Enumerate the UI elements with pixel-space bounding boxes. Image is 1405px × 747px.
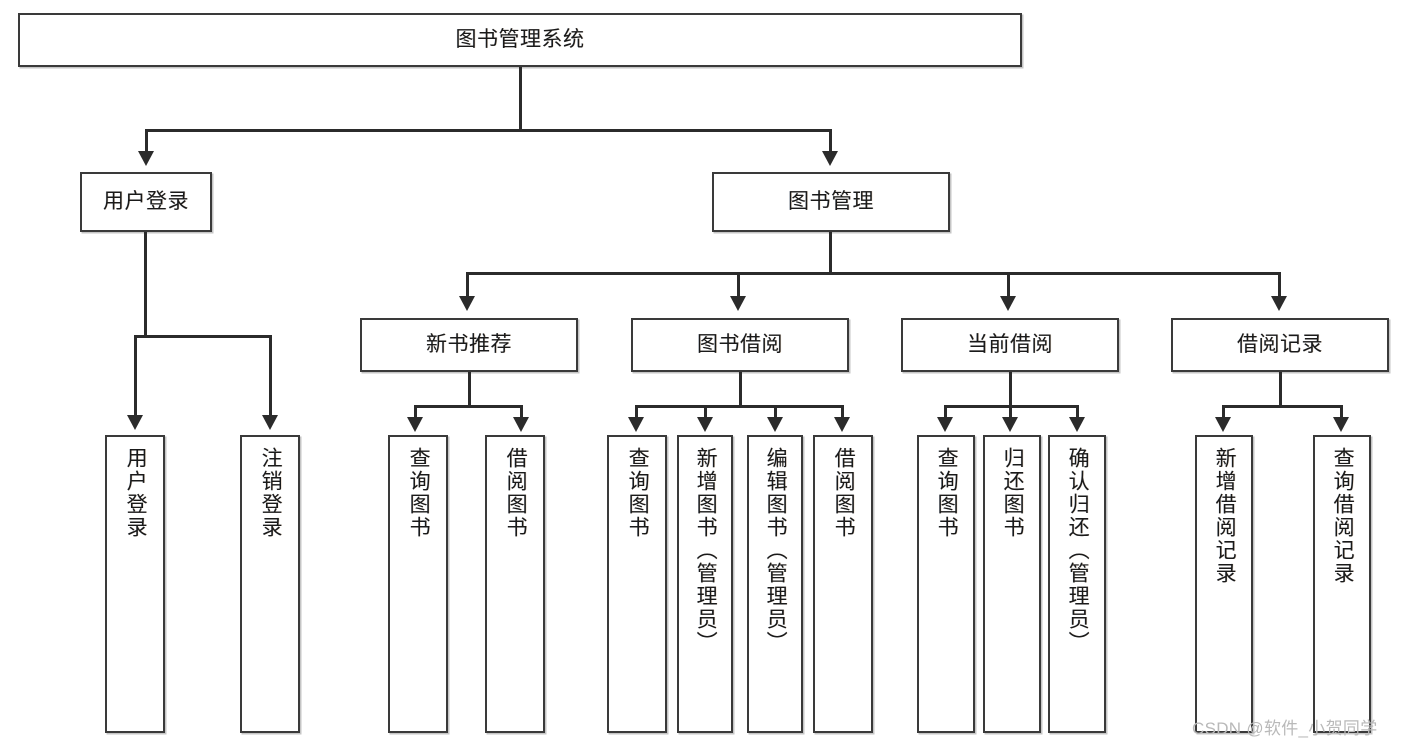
connector-to-user-login [145,129,148,153]
connector-borrow-record-bus [1222,405,1342,408]
node-borrow-record[interactable]: 借阅记录 [1171,318,1389,372]
node-root-label: 图书管理系统 [455,27,585,51]
node-borrow-record-label: 借阅记录 [1237,332,1323,356]
arrowhead-leaf-add-record [1215,417,1231,432]
arrowhead-leaf-borrow-book-1 [513,417,529,432]
connector-bb-drop-3 [774,405,777,419]
arrowhead-leaf-query-book-1 [407,417,423,432]
node-book-borrow-label: 图书借阅 [697,332,783,356]
arrowhead-leaf-return-book [1002,417,1018,432]
connector-book-manage-stem [829,232,832,274]
leaf-query-book-3-label: 查询图书 [935,447,959,539]
arrowhead-leaf-query-book-2 [628,417,644,432]
leaf-add-book[interactable]: 新增图书（管理员） [677,435,733,733]
arrowhead-borrow-record [1271,296,1287,311]
connector-book-borrow-stem [739,372,742,407]
node-user-login[interactable]: 用户登录 [80,172,212,232]
leaf-add-record-label: 新增借阅记录 [1213,447,1237,585]
node-current-borrow[interactable]: 当前借阅 [901,318,1119,372]
arrowhead-leaf-query-book-3 [937,417,953,432]
arrowhead-current-borrow [1000,296,1016,311]
connector-current-borrow-stem [1009,372,1012,407]
connector-to-borrow-record [1278,272,1281,298]
leaf-query-record[interactable]: 查询借阅记录 [1313,435,1371,733]
leaf-add-record[interactable]: 新增借阅记录 [1195,435,1253,733]
leaf-edit-book[interactable]: 编辑图书（管理员） [747,435,803,733]
arrowhead-user-login [138,151,154,166]
connector-to-book-manage [829,129,832,153]
arrowhead-book-manage [822,151,838,166]
connector-level2-bus [145,129,831,132]
connector-cb-drop-3 [1076,405,1079,419]
node-new-book-rec[interactable]: 新书推荐 [360,318,578,372]
leaf-query-book-1[interactable]: 查询图书 [388,435,448,733]
leaf-confirm-return[interactable]: 确认归还（管理员） [1048,435,1106,733]
connector-cb-drop-1 [944,405,947,419]
arrowhead-leaf-confirm-return [1069,417,1085,432]
connector-nbr-drop-2 [520,405,523,419]
leaf-borrow-book-1[interactable]: 借阅图书 [485,435,545,733]
connector-br-drop-2 [1340,405,1343,419]
connector-bb-drop-2 [704,405,707,419]
connector-root-stem [519,67,522,131]
arrowhead-leaf-edit-book [767,417,783,432]
arrowhead-leaf-borrow-book-2 [834,417,850,432]
connector-book-borrow-bus [635,405,843,408]
connector-br-drop-1 [1222,405,1225,419]
leaf-query-book-2[interactable]: 查询图书 [607,435,667,733]
leaf-borrow-book-2[interactable]: 借阅图书 [813,435,873,733]
node-user-login-label: 用户登录 [103,189,189,213]
connector-to-current-borrow [1007,272,1010,298]
connector-bb-drop-4 [841,405,844,419]
arrowhead-leaf-user-login [127,415,143,430]
connector-level3-bus [466,272,1278,275]
leaf-query-book-1-label: 查询图书 [407,447,431,539]
connector-cb-drop-2 [1009,405,1012,419]
node-book-manage[interactable]: 图书管理 [712,172,950,232]
arrowhead-leaf-add-book [697,417,713,432]
connector-user-login-bus [134,335,271,338]
leaf-user-login[interactable]: 用户登录 [105,435,165,733]
node-book-manage-label: 图书管理 [788,189,874,213]
leaf-borrow-book-2-label: 借阅图书 [832,447,856,539]
connector-to-new-book-rec [466,272,469,298]
arrowhead-book-borrow [730,296,746,311]
leaf-return-book[interactable]: 归还图书 [983,435,1041,733]
leaf-query-book-3[interactable]: 查询图书 [917,435,975,733]
leaf-add-book-label: 新增图书（管理员） [694,447,718,654]
leaf-confirm-return-label: 确认归还（管理员） [1066,447,1090,654]
connector-user-login-drop-1 [134,335,137,417]
connector-user-login-stem [144,232,147,337]
leaf-user-login-label: 用户登录 [124,447,148,539]
connector-bb-drop-1 [635,405,638,419]
arrowhead-new-book-rec [459,296,475,311]
leaf-borrow-book-1-label: 借阅图书 [504,447,528,539]
node-new-book-rec-label: 新书推荐 [426,332,512,356]
connector-nbr-drop-1 [414,405,417,419]
connector-user-login-drop-2 [269,335,272,417]
leaf-edit-book-label: 编辑图书（管理员） [764,447,788,654]
leaf-query-book-2-label: 查询图书 [626,447,650,539]
node-book-borrow[interactable]: 图书借阅 [631,318,849,372]
connector-borrow-record-stem [1279,372,1282,407]
connector-to-book-borrow [737,272,740,298]
node-root[interactable]: 图书管理系统 [18,13,1022,67]
connector-new-book-rec-bus [414,405,522,408]
node-current-borrow-label: 当前借阅 [967,332,1053,356]
leaf-logout[interactable]: 注销登录 [240,435,300,733]
leaf-return-book-label: 归还图书 [1001,447,1025,539]
leaf-logout-label: 注销登录 [259,447,283,539]
arrowhead-leaf-query-record [1333,417,1349,432]
connector-new-book-rec-stem [468,372,471,407]
leaf-query-record-label: 查询借阅记录 [1331,447,1355,585]
arrowhead-leaf-logout [262,415,278,430]
